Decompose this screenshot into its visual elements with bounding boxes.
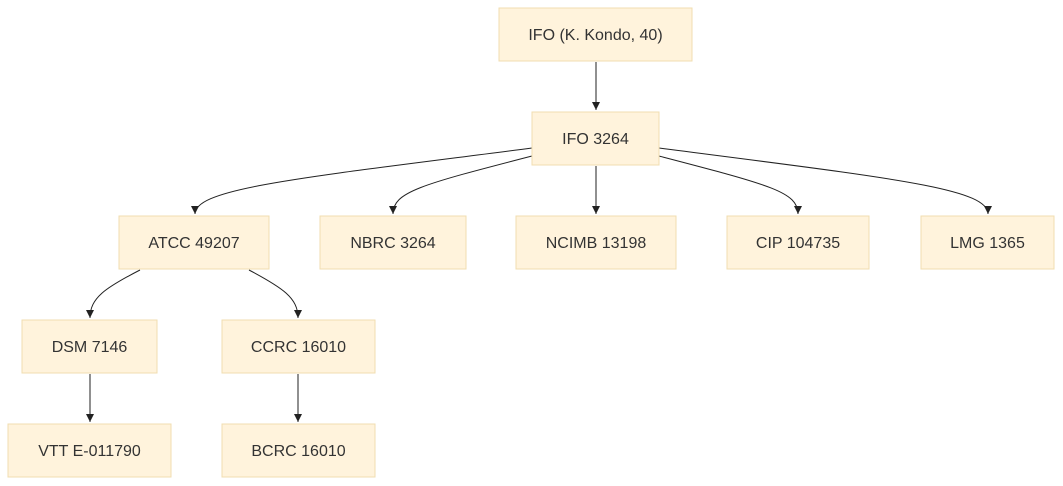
node-label: CCRC 16010 — [251, 339, 346, 356]
edge-ifo-3264-to-nbrc-3264 — [389, 155, 533, 215]
node-box — [515, 215, 677, 270]
node-ncimb-13198: NCIMB 13198 — [515, 215, 677, 270]
node-box — [7, 423, 172, 478]
node-box — [221, 423, 376, 478]
node-label: IFO (K. Kondo, 40) — [528, 27, 662, 44]
node-vtt-e011790: VTT E-011790 — [7, 423, 172, 478]
node-label: LMG 1365 — [950, 235, 1025, 252]
node-label: ATCC 49207 — [148, 235, 239, 252]
node-dsm-7146: DSM 7146 — [21, 319, 158, 374]
edge-atcc-49207-to-ccrc-16010 — [248, 269, 302, 319]
node-ifo-3264: IFO 3264 — [531, 111, 660, 166]
node-label: BCRC 16010 — [251, 443, 345, 460]
node-box — [498, 7, 693, 62]
node-label: NCIMB 13198 — [546, 235, 647, 252]
edge-atcc-49207-to-dsm-7146 — [86, 269, 141, 319]
node-label: VTT E-011790 — [38, 443, 141, 460]
node-box — [21, 319, 158, 374]
node-box — [920, 215, 1055, 270]
nodes: IFO (K. Kondo, 40) IFO 3264 ATCC 49207 N… — [7, 7, 1055, 478]
node-bcrc-16010: BCRC 16010 — [221, 423, 376, 478]
node-label: CIP 104735 — [756, 235, 840, 252]
node-box — [726, 215, 870, 270]
node-label: IFO 3264 — [562, 131, 629, 148]
edges — [86, 62, 992, 422]
node-label: DSM 7146 — [52, 339, 128, 356]
node-ccrc-16010: CCRC 16010 — [221, 319, 376, 374]
edge-ifo-3264-to-cip-104735 — [658, 155, 802, 215]
node-cip-104735: CIP 104735 — [726, 215, 870, 270]
node-box — [319, 215, 467, 270]
node-ifo-kondo: IFO (K. Kondo, 40) — [498, 7, 693, 62]
node-box — [531, 111, 660, 166]
node-box — [221, 319, 376, 374]
node-lmg-1365: LMG 1365 — [920, 215, 1055, 270]
node-label: NBRC 3264 — [350, 235, 435, 252]
node-box — [118, 215, 270, 270]
node-nbrc-3264: NBRC 3264 — [319, 215, 467, 270]
edge-ifo-3264-to-lmg-1365 — [658, 147, 992, 215]
edge-ifo-3264-to-atcc-49207 — [191, 147, 533, 215]
node-atcc-49207: ATCC 49207 — [118, 215, 270, 270]
